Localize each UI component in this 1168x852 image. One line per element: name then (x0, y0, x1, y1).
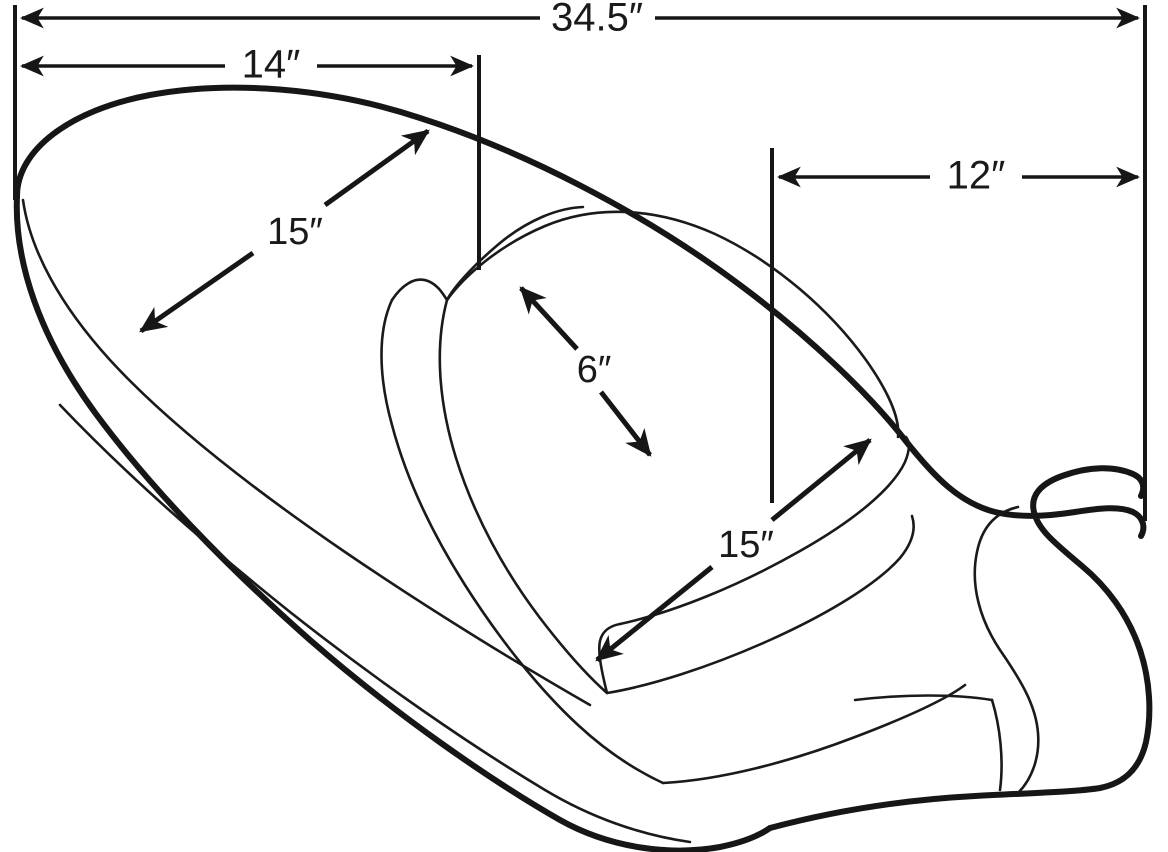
dimension-front-seat-length: 14″ (20, 43, 474, 87)
front-seat-inner-seam (21, 198, 592, 707)
passenger-pad-seat-lip (605, 514, 915, 695)
seat-bottom-contour (767, 465, 1153, 831)
dimension-passenger-pad-depth: 6″ (519, 286, 652, 457)
passenger-hump-top-ridge (445, 210, 900, 439)
passenger-pad-rear-curve (618, 435, 911, 626)
rear-backrest-scurve (973, 505, 1040, 795)
dim-leader-6-upper (519, 286, 579, 351)
dimension-label-passenger-pad-depth: 6″ (577, 349, 612, 391)
front-seat-bucket-seam (58, 403, 692, 844)
dim-leader-15-rear-lower (595, 565, 714, 662)
dimension-label-front-seat-width: 15″ (267, 211, 323, 253)
dimension-label-rear-seat-length: 12″ (947, 154, 1006, 198)
dim-leader-6-lower (599, 390, 652, 457)
dimension-label-front-seat-length: 14″ (242, 43, 301, 87)
dim-leader-15-front-upper (323, 128, 430, 208)
rear-lower-panel-seam (661, 683, 967, 785)
dim-leader-15-rear-upper (770, 438, 872, 522)
dimension-rear-seat-length: 12″ (777, 154, 1140, 198)
seat-body-outline (13, 84, 1153, 852)
dimension-front-seat-width: 15″ (139, 128, 430, 334)
passenger-hump-left-edge (380, 298, 665, 785)
dimension-overall-length: 34.5″ (20, 0, 1140, 40)
dimension-label-rear-seat-width: 15″ (718, 524, 774, 566)
seat-front-nose-edge (13, 193, 773, 852)
extension-lines (13, 5, 1147, 521)
seat-step-transition (390, 205, 585, 302)
dimension-rear-seat-width: 15″ (595, 438, 872, 662)
dimension-label-overall-length: 34.5″ (551, 0, 643, 40)
seat-outer-perimeter (14, 84, 1147, 539)
dim-leader-15-front-lower (139, 250, 255, 334)
rear-deck-seam (853, 694, 994, 702)
rear-tail-inner-seam (990, 698, 1003, 792)
